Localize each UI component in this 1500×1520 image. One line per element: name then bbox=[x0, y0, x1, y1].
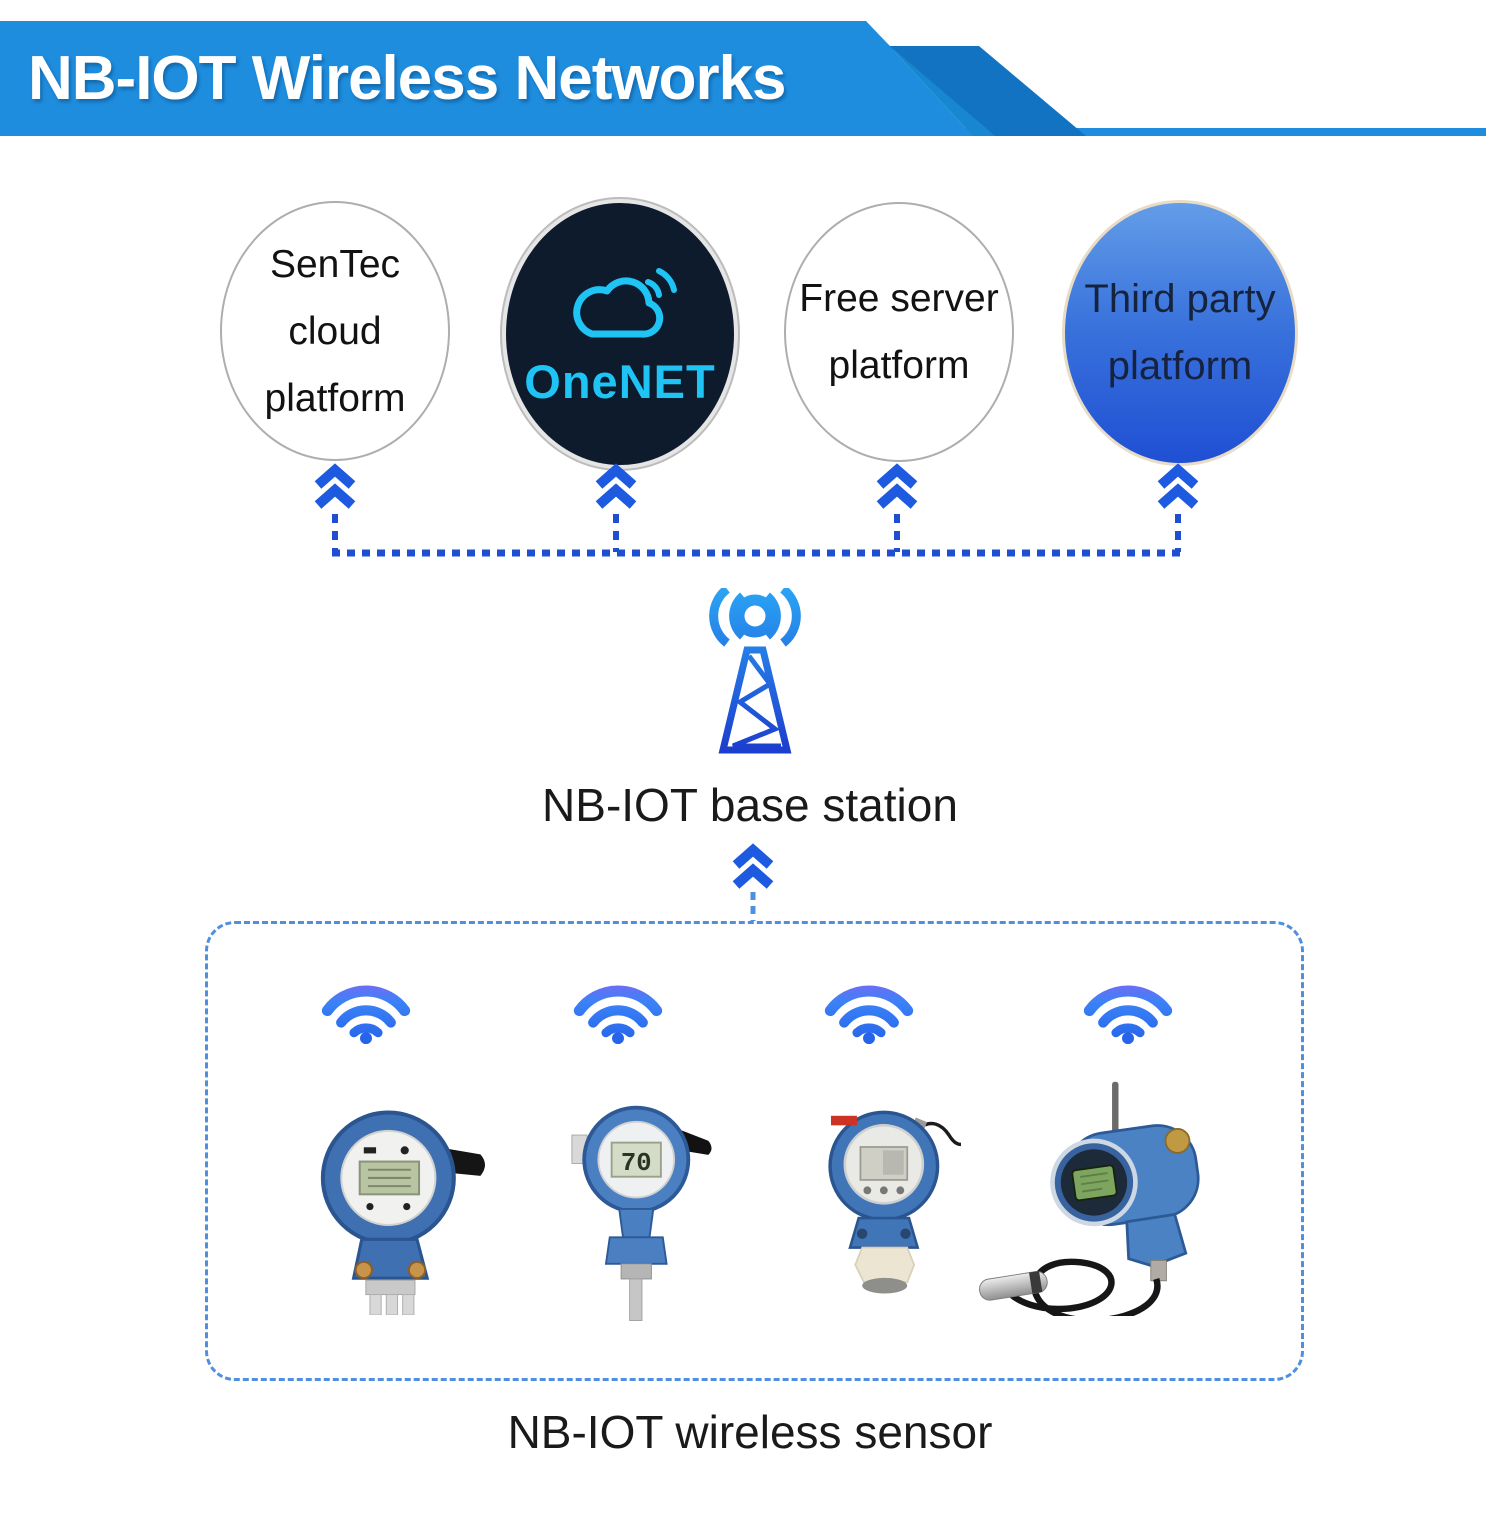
onenet-logo-text: OneNET bbox=[524, 354, 716, 408]
platform-label-line1: SenTec cloud bbox=[269, 242, 401, 353]
platform-label-line2: platform bbox=[264, 376, 406, 420]
platform-label-line2: platform bbox=[828, 344, 970, 387]
banner-main-shape bbox=[0, 21, 973, 136]
platform-circle-third-party: Third party platform bbox=[1062, 200, 1298, 466]
platform-circle-onenet: OneNET bbox=[502, 199, 738, 469]
up-chevron-icon bbox=[880, 470, 914, 505]
temperature-transmitter-device: 70 bbox=[571, 1105, 712, 1321]
submersible-level-transmitter-device bbox=[979, 1081, 1200, 1316]
wifi-signal-icon bbox=[1083, 985, 1173, 1044]
sensor-group-label: NB-IOT wireless sensor bbox=[507, 1406, 993, 1458]
up-chevron-icon bbox=[1161, 470, 1195, 505]
platform-circle-free-server: Free server platform bbox=[784, 202, 1014, 462]
platform-label-line1: Free server bbox=[799, 277, 999, 320]
wifi-signal-icon bbox=[321, 985, 411, 1044]
up-chevron-icon bbox=[736, 850, 770, 885]
up-chevron-icon bbox=[318, 470, 352, 505]
up-chevron-icon bbox=[599, 470, 633, 505]
platform-label-line1: Third party bbox=[1084, 277, 1276, 321]
wifi-signal-icon bbox=[573, 985, 663, 1044]
platform-circle-sentec: SenTec cloud platform bbox=[220, 201, 450, 461]
banner-accent-shape bbox=[888, 46, 1086, 136]
device-lcd-value: 70 bbox=[621, 1149, 652, 1178]
base-station-label: NB-IOT base station bbox=[542, 779, 958, 831]
sensor-box-outline bbox=[205, 921, 1304, 1381]
wifi-signal-icon bbox=[824, 985, 914, 1044]
platform-label-line2: platform bbox=[1107, 344, 1253, 388]
pressure-transmitter-device bbox=[320, 1110, 485, 1315]
page-title: NB-IOT Wireless Networks bbox=[28, 44, 787, 113]
radio-tower-icon bbox=[709, 588, 801, 754]
cloud-icon bbox=[573, 267, 677, 338]
header-banner bbox=[0, 21, 1486, 136]
ultrasonic-level-sensor-device bbox=[828, 1110, 962, 1294]
